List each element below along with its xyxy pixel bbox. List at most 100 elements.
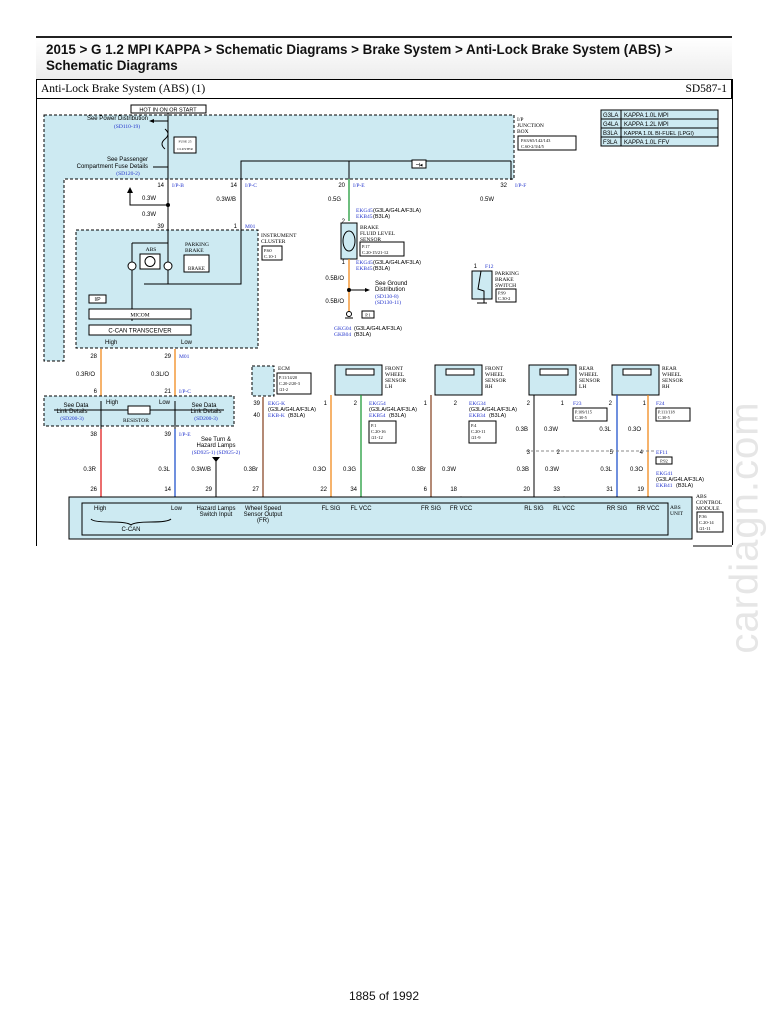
fluid-name-2: FLUID LEVEL — [360, 231, 396, 237]
fluid-pin-1: 1 — [342, 260, 346, 266]
bottom-wire-labels: 0.3R260.3L140.3W/B290.3Br270.3O220.3G340… — [83, 467, 652, 502]
ecm-conn: EKG-K — [268, 401, 285, 407]
fluid-name-3: SENSOR — [360, 237, 381, 243]
fluid-conn-bot-2-var: (B3LA) — [373, 266, 390, 272]
fluid-conn-2-var: (B3LA) — [373, 214, 390, 220]
abs-pin-label: Wheel Speed — [245, 506, 281, 512]
sensor-conn: F23 — [573, 401, 582, 407]
ekb41-conn: EKB41 — [656, 483, 673, 489]
ground-ref-box — [361, 310, 375, 319]
sensor-pin: 3 — [527, 450, 531, 456]
parking-brake-switch-box — [471, 270, 493, 300]
wire-label: 0.3O — [628, 427, 641, 433]
ecm-box — [251, 365, 275, 397]
sensor-name: FRONT — [485, 366, 504, 372]
turn-refs[interactable]: (SD925-1) (SD925-2) — [192, 449, 241, 456]
cluster-ref-box — [261, 245, 283, 261]
abs-ref-box — [696, 511, 724, 533]
variant-desc: KAPPA 1.2L MPI — [624, 122, 669, 128]
ccan-brace — [90, 518, 172, 526]
jb-name-1: I/P — [517, 117, 523, 123]
abs-pin-number: 31 — [606, 487, 613, 493]
gnd-conn-2-var: (B3LA) — [354, 332, 371, 338]
resistor-label: RESISTOR — [123, 418, 149, 424]
abs-pin-label: Sensor Output — [244, 512, 283, 518]
front-wheel-sensor-rh: FRONT WHEEL SENSOR RH 1 2 EKG34 (G3LA/G4… — [424, 364, 517, 444]
sensor-pin: 2 — [609, 401, 613, 407]
diode-icon: ⊣◂ — [416, 163, 423, 169]
arrow-up-icon — [127, 187, 133, 193]
sensor-conn: EKG34 — [469, 401, 486, 407]
wire-ipb — [129, 179, 169, 206]
abs-label: ABS — [146, 247, 157, 253]
pass-fuse-ref[interactable]: (SD120-2) — [116, 170, 140, 177]
dl-left-ref[interactable]: (SD200-3) — [60, 415, 84, 422]
turn-line-2: Hazard Lamps — [196, 443, 235, 449]
wire-label: 0.3L/O — [151, 372, 169, 378]
abs-ref: /21-11 — [699, 526, 711, 531]
sensor-pin: 2 — [454, 401, 458, 407]
diagram-code: SD587-1 — [685, 83, 727, 95]
sensor-name: WHEEL — [485, 372, 505, 378]
pbs-name-2: BRAKE — [495, 277, 514, 283]
arrow-right-icon — [365, 288, 370, 292]
diagram-titlebar: Anti-Lock Brake System (ABS) (1) SD587-1 — [36, 79, 732, 99]
sensor-ref: /21-9 — [471, 435, 481, 440]
sensor-ref-box — [368, 420, 397, 444]
abs-pin-label: FR VCC — [450, 506, 473, 512]
sensor-name: WHEEL — [662, 372, 682, 378]
sensor-name: SENSOR — [385, 378, 406, 384]
abs-warning-icon — [144, 256, 156, 267]
dl-left-2: Link Details — [56, 409, 87, 415]
sensor-ref: C.30-5 — [658, 415, 670, 420]
ground-ref-label: P.1 — [365, 313, 370, 318]
abs-module-1: ABS — [696, 494, 707, 500]
cluster-internal-wire-2 — [168, 223, 242, 285]
abs-pin-label: FR SIG — [421, 506, 441, 512]
sensor-pin: 1 — [643, 401, 647, 407]
dl-right-ref[interactable]: (SD200-3) — [194, 415, 218, 422]
ekg41-conn: EKG41 — [656, 471, 673, 477]
arrow-left-icon — [149, 119, 154, 123]
jb-conn: I/P-C — [245, 183, 257, 189]
jb-pin: 32 — [500, 183, 507, 189]
fluid-sensor-icon — [342, 230, 356, 252]
ccan-label: C-CAN — [122, 527, 141, 533]
sensor-ref: C.30-5 — [575, 415, 587, 420]
dl-conn: I/P-C — [179, 389, 191, 395]
ef11-ref-box — [655, 456, 673, 465]
sensor-name: LH — [385, 384, 392, 390]
breadcrumb: 2015 > G 1.2 MPI KAPPA > Schematic Diagr… — [46, 42, 673, 73]
pass-fuse-label-1: See Passenger — [107, 157, 148, 163]
fuse-icon — [161, 128, 169, 150]
ground-ref-2[interactable]: (SD130-11) — [375, 299, 401, 306]
sensor-sp-icon — [539, 368, 569, 376]
sensor-conn-2-var: (B3LA) — [389, 413, 406, 419]
dl-pin-38: 38 — [90, 432, 97, 438]
gnd-conn-1-var: (G3LA/G4LA/F3LA) — [354, 326, 402, 332]
fluid-conn-bot-var: (G3LA/G4LA/F3LA) — [373, 260, 421, 266]
power-dist-ref[interactable]: (SD110-19) — [114, 123, 140, 130]
pbs-ref-1: P.99 — [498, 291, 506, 296]
switch-icon — [477, 270, 485, 303]
sensor-pin: 1 — [424, 401, 428, 407]
sensor-ref: P.4 — [471, 423, 477, 428]
gnd-conn-2: GKB04 — [334, 332, 351, 338]
sensor-name: RH — [485, 384, 493, 390]
ground-ref-1[interactable]: (SD130-8) — [375, 293, 399, 300]
breadcrumb-header: 2015 > G 1.2 MPI KAPPA > Schematic Diagr… — [36, 36, 732, 80]
brake-warning-icon-box — [183, 254, 210, 273]
wire-label: 0.3B — [516, 427, 528, 433]
sensor-ref-box — [655, 407, 691, 422]
abs-module-2: CONTROL — [696, 500, 723, 506]
sensor-conn-2: EKB54 — [369, 413, 386, 419]
fuse-label: FUSE 25 — [179, 140, 192, 144]
dl-pin-21: 21 — [164, 389, 171, 395]
sensor-name: LH — [579, 384, 586, 390]
abs-pin-number: 27 — [252, 487, 259, 493]
wire-label: 0.3L — [599, 427, 611, 433]
sensor-name: WHEEL — [385, 372, 405, 378]
schematic-diagram: HOT IN ON OR START See Power Distributio… — [36, 99, 732, 547]
cluster-ref-1: P.60 — [264, 248, 272, 253]
sensor-ref: /21-12 — [371, 435, 383, 440]
